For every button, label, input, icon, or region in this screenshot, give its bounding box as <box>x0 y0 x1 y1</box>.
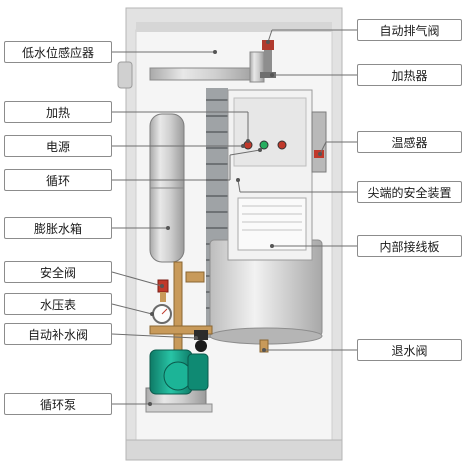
label-safety-valve: 安全阀 <box>4 261 112 283</box>
control-panel <box>227 89 313 261</box>
label-power: 电源 <box>4 135 112 157</box>
label-circulation-pump: 循环泵 <box>4 393 112 415</box>
circulation-pump-device <box>145 349 213 413</box>
label-heater: 加热器 <box>357 64 462 86</box>
label-expansion-tank: 膨胀水箱 <box>4 217 112 239</box>
label-auto-refill-valve: 自动补水阀 <box>4 323 112 345</box>
leader-dots <box>148 40 322 406</box>
leader-lines <box>111 29 357 405</box>
label-temp-sensor: 温感器 <box>357 131 462 153</box>
auto-vent-valve-device <box>260 40 276 78</box>
label-pressure-gauge: 水压表 <box>4 293 112 315</box>
label-drain-valve: 退水阀 <box>357 339 462 361</box>
temp-sensor-device <box>311 111 327 173</box>
label-circulation: 循环 <box>4 169 112 191</box>
heating-tank <box>209 239 323 345</box>
expansion-tank-device <box>149 113 185 263</box>
label-heating: 加热 <box>4 101 112 123</box>
label-low-water-sensor: 低水位感应器 <box>4 41 112 63</box>
auto-refill-valve-device <box>194 330 208 352</box>
label-wiring-board: 内部接线板 <box>357 235 462 257</box>
indicator-lights <box>243 140 287 150</box>
pressure-gauge-device <box>152 304 172 324</box>
label-auto-vent-valve: 自动排气阀 <box>357 19 462 41</box>
label-safety-device: 尖端的安全装置 <box>357 181 462 203</box>
